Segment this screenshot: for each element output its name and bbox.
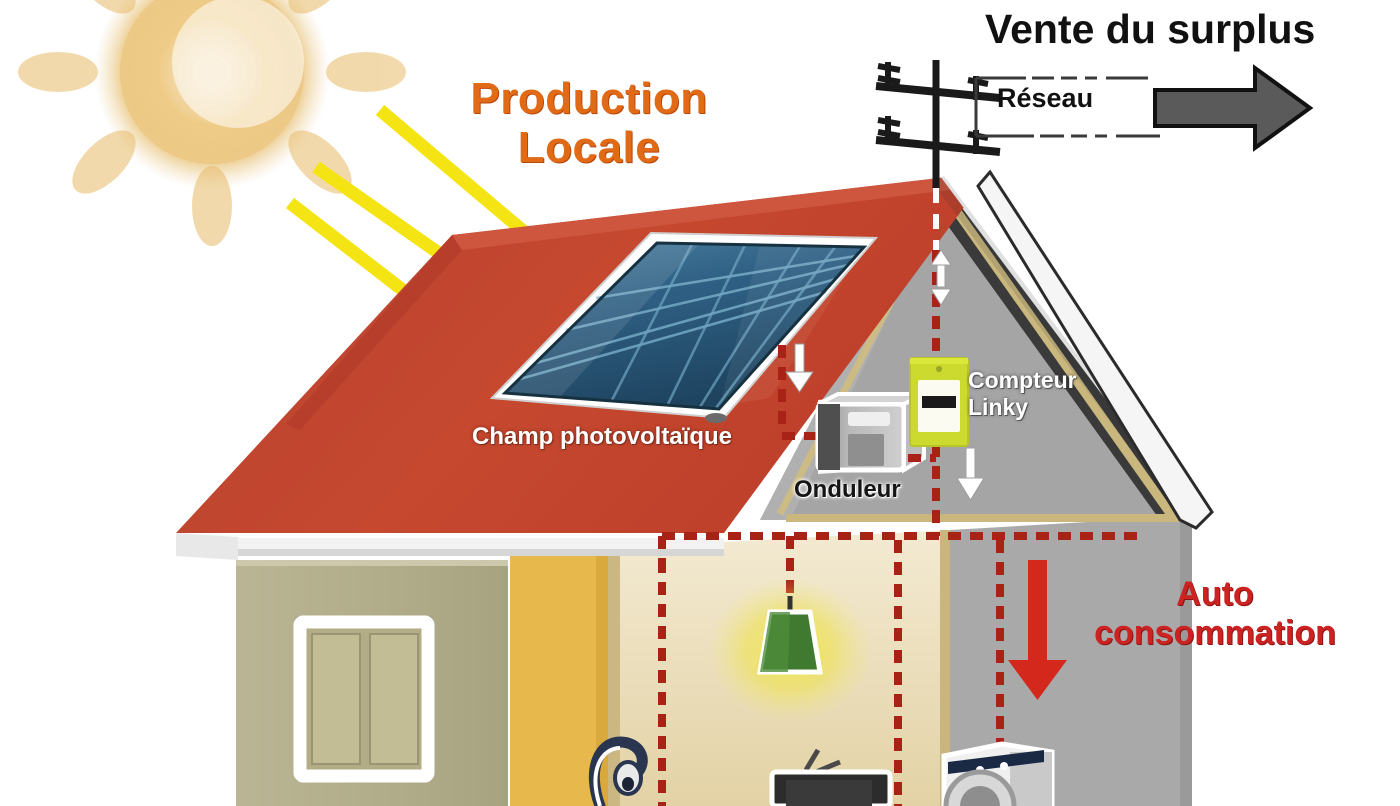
- roof-right-plane: [932, 169, 1214, 530]
- pendant-lamp: [708, 578, 872, 722]
- television: [769, 748, 893, 806]
- grid-bidirectional-arrow: [930, 249, 952, 306]
- solar-panel: [489, 231, 879, 423]
- self-consumption-arrow: [1008, 560, 1067, 700]
- grid-export-arrow: [1153, 64, 1314, 152]
- wiring-house-circuits: [658, 532, 1142, 806]
- meter-down-arrow: [956, 447, 985, 501]
- vacuum-cleaner: [588, 736, 648, 806]
- washing-machine: [941, 741, 1055, 806]
- wiring-dc: [778, 345, 818, 440]
- house-right-wall: [950, 516, 1192, 806]
- linky-meter: [909, 357, 969, 447]
- house-window: [293, 615, 435, 783]
- reseau-connection: [974, 76, 1160, 138]
- sun-icon: [18, 0, 406, 246]
- dc-direction-arrow: [785, 343, 814, 393]
